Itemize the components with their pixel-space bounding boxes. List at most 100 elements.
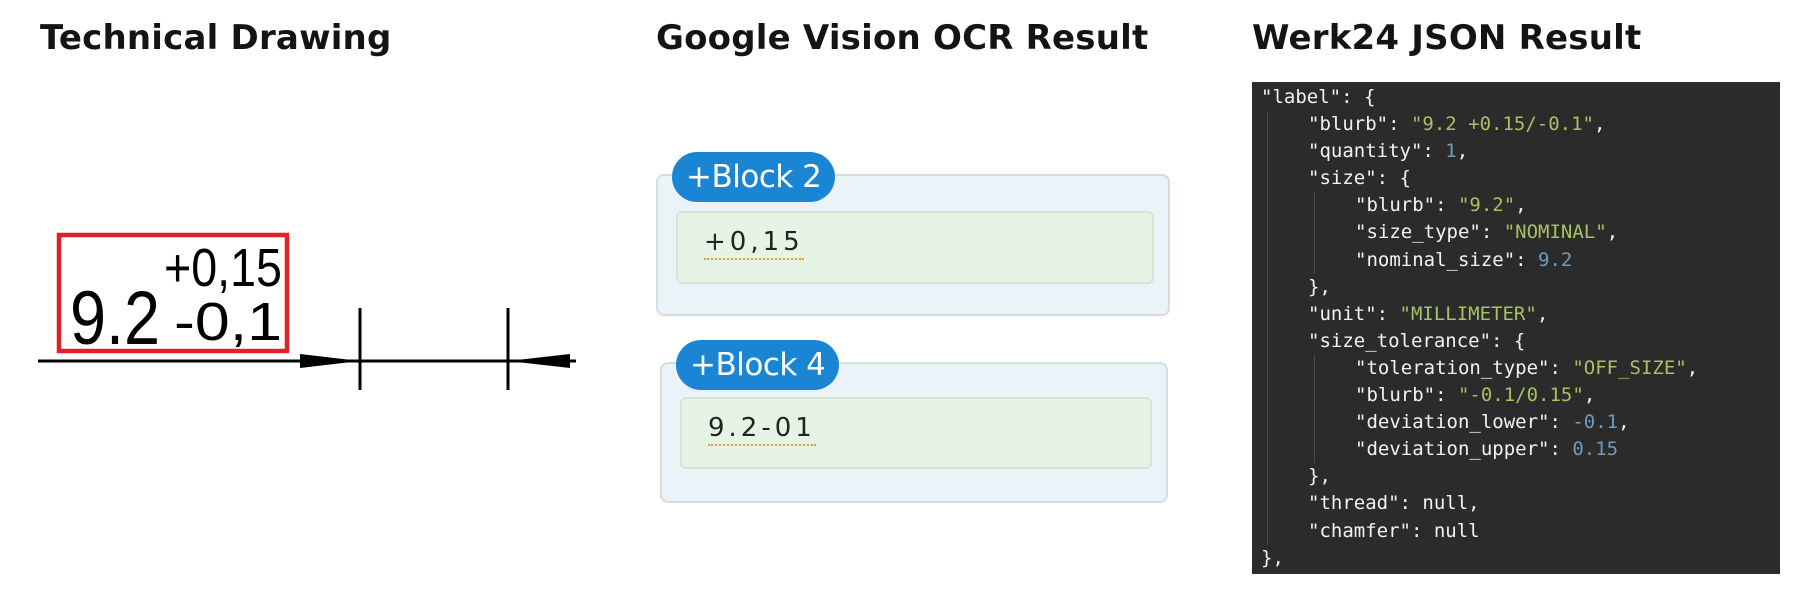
json-token: , <box>1583 384 1596 407</box>
json-token: }, <box>1308 275 1331 298</box>
json-code-line: "deviation_upper": 0.15 <box>1252 436 1780 464</box>
ocr-block-label[interactable]: +Block 2 <box>672 152 836 202</box>
ocr-block-label[interactable]: +Block 4 <box>676 340 840 390</box>
indent-guide <box>1267 300 1268 328</box>
json-token: : <box>1480 221 1504 244</box>
indent-guide <box>1267 165 1268 193</box>
json-token: "label" <box>1261 86 1342 108</box>
indent-guide <box>1314 409 1315 437</box>
json-token: : <box>1549 438 1573 461</box>
json-token: : null, <box>1399 492 1480 515</box>
json-token: : { <box>1376 167 1411 190</box>
json-code-line: "blurb": "9.2", <box>1252 192 1780 220</box>
json-token: , <box>1456 140 1469 163</box>
json-token: : <box>1515 248 1539 271</box>
json-token: 0.15 <box>1572 438 1619 461</box>
ocr-recognized-text: 9.2-01 <box>708 413 816 446</box>
indent-guide <box>1267 327 1268 355</box>
json-token: "unit" <box>1308 302 1377 325</box>
json-token: "size_type" <box>1355 221 1481 244</box>
json-result-heading: Werk24 JSON Result <box>1252 18 1642 58</box>
indent-guide <box>1267 138 1268 166</box>
json-code-line: }, <box>1252 273 1780 301</box>
tolerance-highlight-box <box>56 232 290 354</box>
json-token: "9.2 +0.15/-0.1" <box>1410 113 1594 136</box>
left-arrowhead <box>300 354 360 368</box>
json-token: "OFF_SIZE" <box>1572 356 1687 379</box>
json-token: : <box>1388 113 1411 136</box>
indent-guide <box>1267 436 1268 464</box>
json-token: , <box>1618 411 1630 434</box>
json-token: }, <box>1261 546 1284 569</box>
json-token: "thread" <box>1308 492 1400 515</box>
json-token: : null <box>1410 519 1480 542</box>
json-token: "-0.1/0.15" <box>1457 384 1584 407</box>
indent-guide <box>1267 517 1268 545</box>
json-token: "quantity" <box>1308 140 1423 163</box>
technical-drawing: 9.2 +0,15 -0,1 <box>38 232 576 390</box>
json-code-line: "size": { <box>1252 165 1780 193</box>
indent-guide <box>1314 354 1315 383</box>
json-token: "blurb" <box>1355 384 1436 407</box>
nominal-dimension: 9.2 <box>70 276 160 361</box>
json-code-line: "thread": null, <box>1252 490 1780 518</box>
technical-drawing-heading: Technical Drawing <box>40 18 392 58</box>
ocr-text-field: 9.2-01 <box>680 397 1152 469</box>
json-token: 9.2 <box>1538 248 1573 271</box>
json-token: , <box>1686 356 1699 379</box>
json-token: "9.2" <box>1457 194 1516 217</box>
json-token: , <box>1536 302 1549 325</box>
ocr-recognized-text: +0,15 <box>704 227 804 260</box>
json-code-line: "unit": "MILLIMETER", <box>1252 300 1780 328</box>
json-token: , <box>1594 113 1606 136</box>
json-token: : <box>1376 302 1400 325</box>
json-token: "deviation_lower" <box>1355 411 1550 434</box>
json-token: "deviation_upper" <box>1355 438 1550 461</box>
indent-guide <box>1314 246 1315 274</box>
indent-guide <box>1267 490 1268 518</box>
json-code-line: "deviation_lower": -0.1, <box>1252 409 1780 437</box>
indent-guide <box>1267 409 1268 437</box>
json-code-line: "blurb": "-0.1/0.15", <box>1252 382 1780 410</box>
json-code-line: "label": { <box>1252 84 1780 111</box>
json-code-line: "blurb": "9.2 +0.15/-0.1", <box>1252 111 1780 139</box>
json-token: : <box>1435 384 1458 407</box>
json-token: "blurb" <box>1355 194 1436 217</box>
json-code-line: }, <box>1252 463 1780 491</box>
right-arrowhead <box>508 354 570 368</box>
indent-guide <box>1267 111 1268 139</box>
indent-guide <box>1267 219 1268 247</box>
json-code-line: "nominal_size": 9.2 <box>1252 246 1780 274</box>
json-token: "nominal_size" <box>1355 248 1516 271</box>
json-code-line: "size_type": "NOMINAL", <box>1252 219 1780 247</box>
json-code-line: "size_tolerance": { <box>1252 327 1780 355</box>
json-token: "NOMINAL" <box>1503 221 1607 244</box>
json-token: : { <box>1491 329 1526 352</box>
json-code-panel: "label": {"blurb": "9.2 +0.15/-0.1","qua… <box>1252 82 1780 574</box>
lower-tolerance: -0,1 <box>174 292 282 352</box>
indent-guide <box>1267 463 1268 491</box>
indent-guide <box>1267 246 1268 274</box>
json-token: , <box>1606 221 1619 244</box>
json-token: -0.1 <box>1572 411 1619 434</box>
json-token: "MILLIMETER" <box>1399 302 1537 325</box>
json-token: , <box>1515 194 1527 217</box>
json-token: 1 <box>1445 140 1457 163</box>
json-code-line: "toleration_type": "OFF_SIZE", <box>1252 354 1780 383</box>
indent-guide <box>1314 219 1315 247</box>
json-token: "blurb" <box>1308 113 1389 136</box>
json-token: "chamfer" <box>1308 519 1411 542</box>
json-token: "size_tolerance" <box>1308 329 1492 352</box>
json-token: : { <box>1341 86 1376 108</box>
json-code-line: "chamfer": null <box>1252 517 1780 545</box>
indent-guide <box>1314 192 1315 220</box>
json-token: : <box>1435 194 1458 217</box>
json-token: }, <box>1308 465 1331 488</box>
ocr-result-heading: Google Vision OCR Result <box>656 18 1149 58</box>
indent-guide <box>1267 354 1268 383</box>
json-token: : <box>1549 356 1573 379</box>
json-code-line: "quantity": 1, <box>1252 138 1780 166</box>
json-token: "size" <box>1308 167 1377 190</box>
indent-guide <box>1267 192 1268 220</box>
upper-tolerance: +0,15 <box>164 238 282 298</box>
